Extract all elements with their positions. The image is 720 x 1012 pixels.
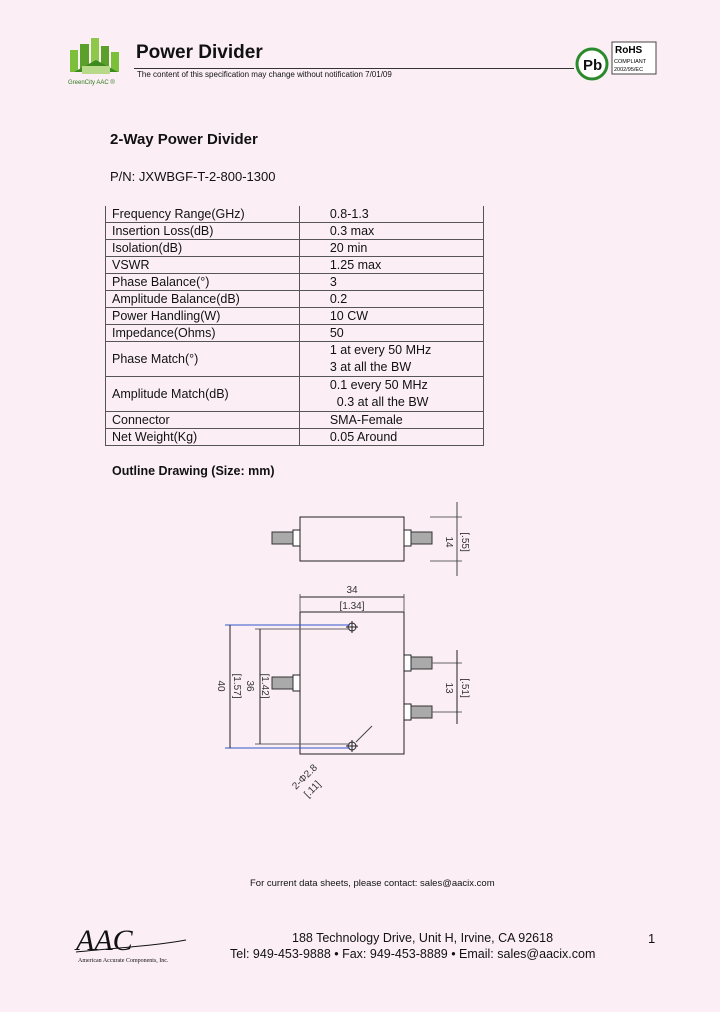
spec-value-line: 10 CW: [329, 309, 369, 323]
spec-value-line: 1.25 max: [329, 258, 382, 272]
spec-value: 50: [298, 324, 485, 342]
spec-value-line: 0.1 every 50 MHz: [329, 378, 428, 392]
dim-width-in: [1.34]: [339, 601, 364, 612]
spec-value-line: 0.3 at all the BW: [329, 395, 429, 409]
page-title: Power Divider: [136, 42, 263, 63]
dim-hole-spacing: 36: [244, 680, 255, 692]
spec-value: 0.05 Around: [298, 428, 485, 446]
spec-value-line: SMA-Female: [329, 413, 403, 427]
spec-param: Phase Balance(°): [105, 273, 300, 291]
outline-title: Outline Drawing (Size: mm): [112, 464, 275, 478]
spec-param: Insertion Loss(dB): [105, 222, 300, 240]
company-name: American Accurate Components, Inc.: [78, 958, 169, 964]
spec-row: Insertion Loss(dB) 0.3 max: [105, 222, 485, 240]
rohs-badge: Pb RoHS COMPLIANT 2002/95/EC: [575, 41, 657, 81]
outline-drawing: 14 [.55] 34 [1.34] 13 [.51]: [215, 502, 470, 800]
dim-height-in: [.55]: [459, 532, 470, 552]
aac-logo-text: AAC: [74, 924, 134, 957]
spec-value-line: 3: [329, 275, 337, 289]
spec-param: Power Handling(W): [105, 307, 300, 325]
spec-row: Phase Balance(°) 3: [105, 273, 485, 291]
page-number: 1: [648, 931, 656, 946]
spec-row: VSWR 1.25 max: [105, 256, 485, 274]
spec-value-line: 0.2: [329, 292, 348, 306]
pb-mark: Pb: [583, 57, 602, 74]
header-divider: [134, 68, 574, 69]
spec-value-line: 0.8-1.3: [329, 207, 369, 221]
spec-value: 20 min: [298, 239, 485, 257]
dim-depth-in: [1.57]: [231, 673, 242, 698]
spec-value-line: 0.05 Around: [329, 430, 398, 444]
spec-param: Isolation(dB): [105, 239, 300, 257]
spec-value: 1 at every 50 MHz 3 at all the BW: [298, 341, 485, 377]
spec-param: Phase Match(°): [105, 341, 300, 377]
spec-value-line: 1 at every 50 MHz: [329, 343, 432, 357]
spec-value: 0.2: [298, 290, 485, 308]
aac-logo: AAC: [74, 924, 187, 957]
spec-row: Frequency Range(GHz) 0.8-1.3: [105, 206, 485, 223]
spec-param: VSWR: [105, 256, 300, 274]
spec-notice: The content of this specification may ch…: [137, 70, 392, 79]
spec-param: Connector: [105, 411, 300, 429]
spec-row: Amplitude Balance(dB) 0.2: [105, 290, 485, 308]
rohs-compliant: COMPLIANT: [614, 59, 647, 65]
spec-param: Frequency Range(GHz): [105, 206, 300, 223]
spec-row: Amplitude Match(dB)0.1 every 50 MHz 0.3 …: [105, 376, 485, 412]
spec-param: Net Weight(Kg): [105, 428, 300, 446]
spec-row: Impedance(Ohms) 50: [105, 324, 485, 342]
dim-depth: 40: [215, 680, 226, 692]
dim-port-spacing: 13: [443, 682, 454, 694]
side-view: 14 [.55]: [271, 502, 470, 576]
spec-value: 0.1 every 50 MHz 0.3 at all the BW: [298, 376, 485, 412]
spec-value-line: 20 min: [329, 241, 368, 255]
spec-value-line: 0.3 max: [329, 224, 375, 238]
top-view: 34 [1.34] 13 [.51] 40 [1.57] 36 [1.42]: [215, 585, 470, 800]
spec-param: Amplitude Match(dB): [105, 376, 300, 412]
part-number: P/N: JXWBGF-T-2-800-1300: [110, 169, 276, 184]
spec-row: Isolation(dB) 20 min: [105, 239, 485, 257]
greencity-logo: GreenCity AAC ®: [68, 38, 119, 86]
rohs-label: RoHS: [615, 45, 643, 56]
spec-value-line: 50: [329, 326, 344, 340]
dim-height: 14: [443, 536, 454, 548]
contact-info: Tel: 949-453-9888 • Fax: 949-453-8889 • …: [230, 947, 596, 961]
spec-param: Impedance(Ohms): [105, 324, 300, 342]
dim-port-spacing-in: [.51]: [459, 678, 470, 698]
contact-line: For current data sheets, please contact:…: [250, 878, 495, 889]
spec-value: 1.25 max: [298, 256, 485, 274]
greencity-logo-text: GreenCity AAC ®: [68, 79, 115, 86]
spec-value-line: 3 at all the BW: [329, 360, 412, 374]
dim-hole-spacing-in: [1.42]: [259, 673, 270, 698]
dim-width: 34: [346, 585, 358, 596]
spec-value: SMA-Female: [298, 411, 485, 429]
document-title: 2-Way Power Divider: [110, 131, 258, 148]
rohs-directive: 2002/95/EC: [614, 67, 643, 73]
spec-row: Net Weight(Kg) 0.05 Around: [105, 428, 485, 446]
spec-value: 10 CW: [298, 307, 485, 325]
spec-value: 3: [298, 273, 485, 291]
spec-param: Amplitude Balance(dB): [105, 290, 300, 308]
spec-value: 0.3 max: [298, 222, 485, 240]
address: 188 Technology Drive, Unit H, Irvine, CA…: [292, 931, 554, 945]
spec-row: Power Handling(W) 10 CW: [105, 307, 485, 325]
spec-row: Connector SMA-Female: [105, 411, 485, 429]
spec-value: 0.8-1.3: [298, 206, 485, 223]
spec-row: Phase Match(°) 1 at every 50 MHz 3 at all …: [105, 341, 485, 377]
